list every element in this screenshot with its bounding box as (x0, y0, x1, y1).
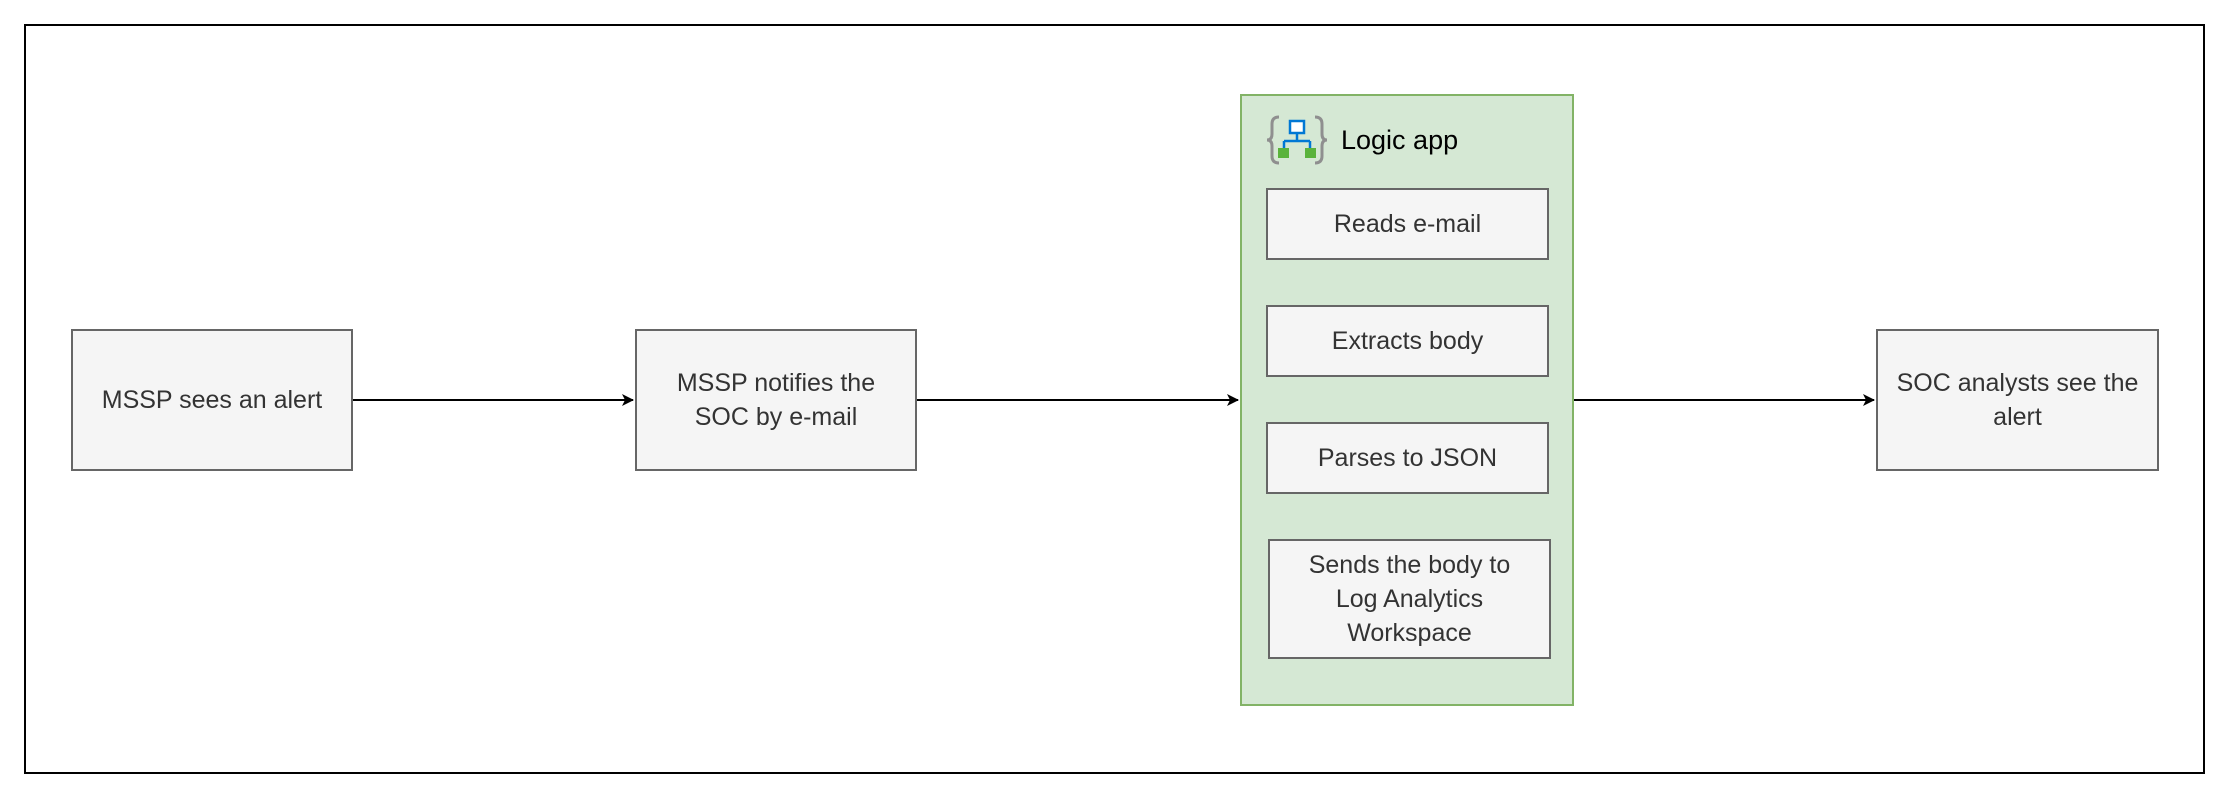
node-soc-analysts-see-alert: SOC analysts see the alert (1876, 329, 2159, 471)
logic-app-icon (1266, 115, 1328, 165)
step-sends-to-log-analytics: Sends the body to Log Analytics Workspac… (1268, 539, 1551, 659)
step-parses-json: Parses to JSON (1266, 422, 1549, 494)
step-reads-email: Reads e-mail (1266, 188, 1549, 260)
logic-app-title: Logic app (1341, 125, 1459, 155)
diagram-frame (24, 24, 2205, 774)
node-mssp-sees-alert: MSSP sees an alert (71, 329, 353, 471)
node-mssp-notifies-soc: MSSP notifies the SOC by e-mail (635, 329, 917, 471)
step-extracts-body: Extracts body (1266, 305, 1549, 377)
